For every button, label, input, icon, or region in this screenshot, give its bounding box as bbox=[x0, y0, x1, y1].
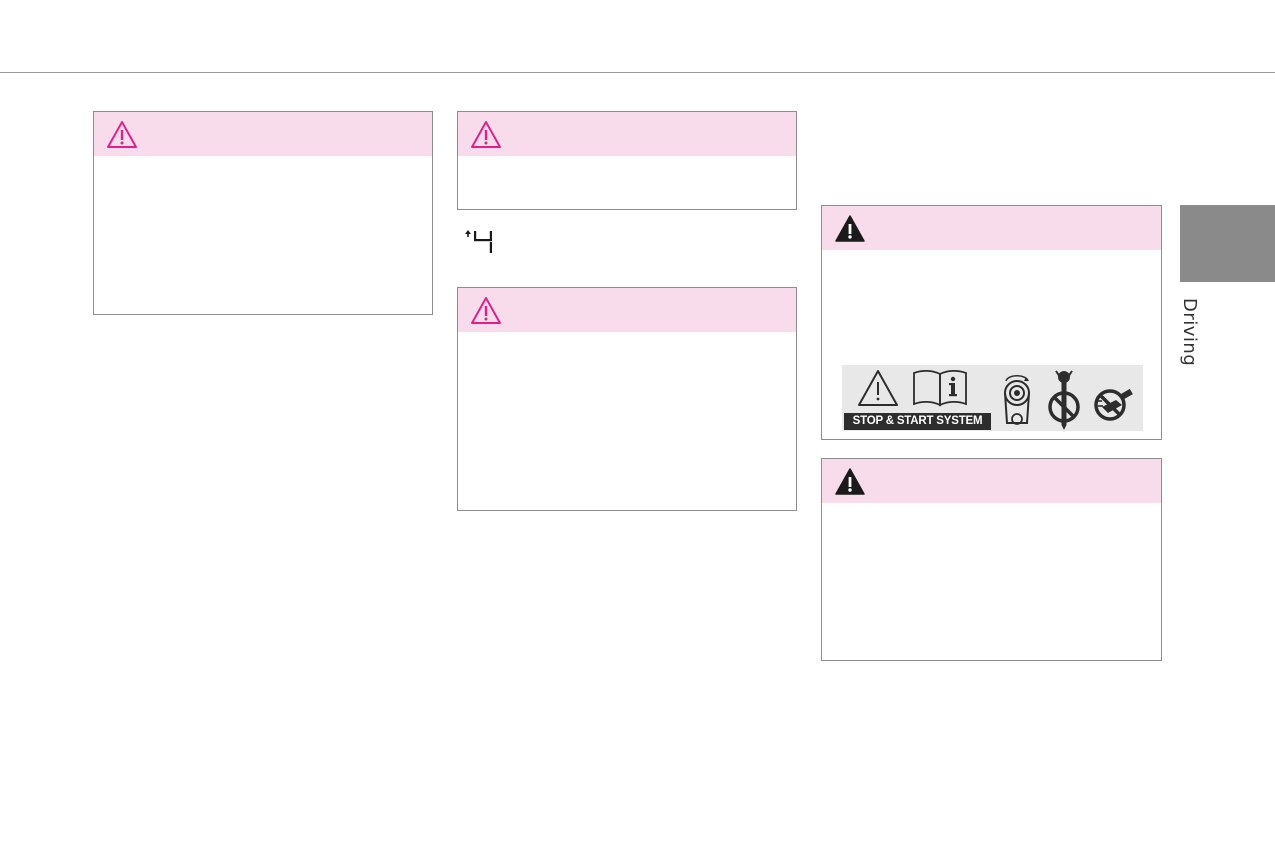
stop-start-system-label: STOP & START SYSTEM bbox=[842, 365, 1143, 431]
chapter-tab[interactable] bbox=[1180, 205, 1275, 282]
warning-box bbox=[457, 287, 797, 511]
belt-pulley-icon bbox=[1004, 375, 1030, 425]
header-rule bbox=[0, 72, 1275, 73]
warning-triangle-filled-icon bbox=[835, 215, 865, 242]
warning-header bbox=[822, 206, 1161, 250]
warning-box bbox=[821, 458, 1162, 661]
warning-triangle-outline-icon bbox=[107, 121, 137, 148]
warning-header bbox=[458, 112, 796, 156]
warning-header bbox=[94, 112, 432, 156]
stop-start-caption: STOP & START SYSTEM bbox=[844, 413, 991, 430]
warning-header bbox=[458, 288, 796, 332]
warning-header bbox=[822, 459, 1161, 503]
segment-digit-4-icon bbox=[465, 230, 492, 253]
no-tool-icon bbox=[1048, 370, 1080, 430]
warning-box bbox=[457, 111, 797, 210]
warning-triangle-filled-icon bbox=[835, 468, 865, 495]
warning-box bbox=[93, 111, 433, 315]
no-spray-icon bbox=[1094, 388, 1133, 421]
manual-info-icon bbox=[913, 369, 967, 407]
warning-triangle-outline-icon bbox=[471, 121, 501, 148]
warning-triangle-outline-icon bbox=[471, 297, 501, 324]
caution-triangle-icon bbox=[858, 370, 898, 406]
chapter-tab-label: Driving bbox=[1179, 298, 1200, 367]
